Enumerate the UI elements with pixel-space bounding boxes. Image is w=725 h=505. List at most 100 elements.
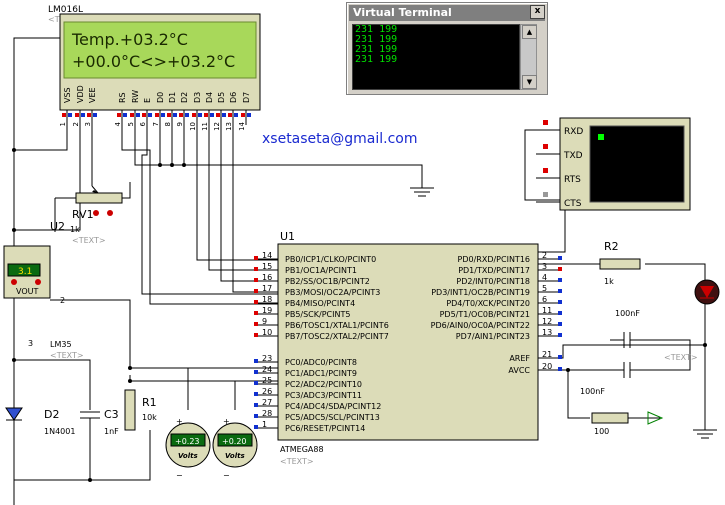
terminal-screen[interactable]: 231 199 231 199 231 199 231 199 [352,24,520,90]
pot-decrease-button[interactable] [93,210,99,216]
voltmeter-1-reading: +0.23 [175,437,200,446]
pin-marker [543,192,548,197]
u1-part: ATMEGA88 [280,445,324,454]
lcd-pin-number: 4 [114,121,122,126]
u2-text-2: <TEXT> [50,351,84,360]
mcu-pin-label: PC2/ADC2/PCINT10 [285,380,362,389]
wire [13,37,60,244]
pin-marker [216,113,220,117]
mcu-pin-number: 2 [542,251,547,260]
lcd-pin-number: 13 [225,122,233,131]
lcd-pin-label: VDD [76,85,85,103]
pin-marker [543,144,548,149]
c3-value: 1nF [104,427,119,436]
u2-pin2: 2 [60,296,65,305]
terminal-line: 231 199 [355,54,398,65]
lcd-pin-label: D6 [229,92,238,103]
mcu-pin-label: PD7/AIN1/PCINT23 [456,332,530,341]
pin-marker [254,267,258,271]
pin-marker [543,168,548,173]
pin-marker [198,113,202,117]
lcd-pin-number: 8 [164,122,172,126]
mcu-pin-label: PB7/TOSC2/XTAL2/PCINT7 [285,332,389,341]
pin-marker [558,333,562,337]
mcu-pin-label: PC5/ADC5/SCL/PCINT13 [285,413,380,422]
pin-marker [247,113,251,117]
pin-marker [558,256,562,260]
scroll-up-icon[interactable]: ▲ [522,25,537,39]
pin-marker [136,113,140,117]
d2-name: D2 [44,408,59,421]
r2-resistor: R2 1k [599,240,641,286]
mcu-pin-number: 16 [262,273,272,282]
terminal-line: 231 199 [355,34,398,45]
lcd-pin-number: 12 [213,122,221,131]
mcu-pin-number: 18 [262,295,272,304]
voltmeter-1-plus: + [176,417,183,426]
pin-marker [558,367,562,371]
lcd-pin-number: 2 [72,122,80,126]
terminal-pin-label: CTS [564,199,582,209]
cap-aref-value: 100nF [615,309,640,318]
pin-marker [75,113,79,117]
lcd-pin-number: 6 [139,121,147,126]
pin-marker [222,113,226,117]
mcu-pin-label: PD6/AIN0/OC0A/PCINT22 [431,321,530,330]
virtual-terminal-window[interactable]: Virtual Terminal x 231 199 231 199 231 1… [346,2,548,95]
mcu-pin-number: 14 [262,251,272,260]
voltmeter-1-unit: Volts [178,452,198,460]
u2-lm35-sensor: U2 <TEXT> 3.1 VOUT 2 3 LM35 <TEXT> [3,220,106,360]
pin-marker [81,113,85,117]
mcu-pin-label: PC0/ADC0/PCINT8 [285,358,357,367]
lcd-pin-number: 9 [176,122,184,126]
u2-name: U2 [50,220,65,233]
c3-capacitor: C3 1nF [80,408,119,480]
pin-marker [130,113,134,117]
pin-marker [148,113,152,117]
close-button[interactable]: x [530,5,545,19]
lcd-pin-labels: VSS1VDD2VEE3RS4RW5E6D07D18D29D310D411D51… [59,85,251,131]
temp-decrease-button[interactable] [11,279,17,285]
d2-diode: D2 1N4001 [5,407,75,436]
cap-avcc: 100nF [580,362,640,396]
rv1-name: RV1 [72,208,94,221]
r1-name: R1 [142,396,157,409]
lcd-pin-number: 11 [201,122,209,131]
lcd-pin-number: 3 [84,122,92,126]
mcu-pin-label: PC4/ADC4/SDA/PCINT12 [285,402,381,411]
pin-marker [558,300,562,304]
terminal-pin-label: RTS [564,175,581,185]
temp-increase-button[interactable] [35,279,41,285]
pin-marker [62,113,66,117]
mcu-pin-label: PB3/MOSI/OC2A/PCINT3 [285,288,380,297]
pin-marker [179,113,183,117]
c3-name: C3 [104,408,119,421]
mcu-pin-number: 15 [262,262,272,271]
pin-marker [254,333,258,337]
terminal-scrollbar[interactable]: ▲ ▼ [520,24,537,90]
mcu-pin-label: PD1/TXD/PCINT17 [458,266,530,275]
pin-marker [142,113,146,117]
lcd-pin-label: D7 [242,92,251,103]
pot-increase-button[interactable] [107,210,113,216]
voltmeter-2-minus: − [223,471,230,480]
cap-avcc-value: 100nF [580,387,605,396]
pin-marker [192,113,196,117]
terminal-pin-label: RXD [564,127,583,137]
mcu-pin-number: 24 [262,365,272,374]
lcd-pin-label: D4 [205,92,214,103]
terminal-pin-label: TXD [563,151,583,161]
scroll-down-icon[interactable]: ▼ [522,75,537,89]
pin-marker [167,113,171,117]
rv1-potentiometer[interactable]: RV1 1k [55,185,123,234]
mcu-pin-number: 3 [542,262,547,271]
terminal-block: RXD TXD RTS CTS [536,117,691,211]
voltmeter-2-plus: + [223,417,230,426]
lcd-line-1: Temp.+03.2°C [71,30,188,49]
pin-marker [93,113,97,117]
pin-marker [173,113,177,117]
lcd-pin-number: 14 [238,121,246,130]
mcu-pin-number: 19 [262,306,272,315]
mcu-pin-label: PC3/ADC3/PCINT11 [285,391,362,400]
